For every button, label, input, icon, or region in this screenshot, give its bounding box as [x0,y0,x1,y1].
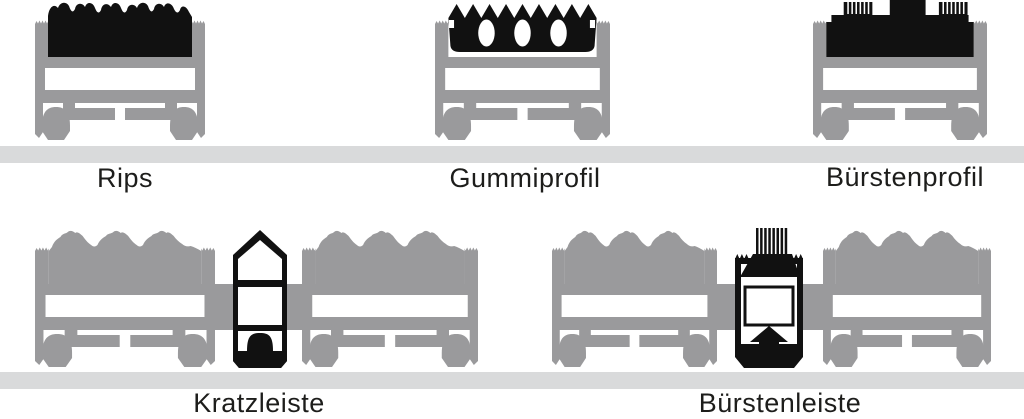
rips-profile-figure [35,2,205,140]
rubber-insert-hole [514,19,531,47]
grey-profile-figure [552,231,717,367]
brush-bristles [756,228,788,258]
rubber-insert-hole [550,19,567,47]
floor-line-top [0,146,1024,163]
kratzleiste-bar [233,230,287,368]
label-gummiprofil: Gummiprofil [449,163,601,193]
gummiprofil-figure [435,4,610,140]
buerstenleiste-bar [735,228,803,368]
floor-line-bottom [0,372,1024,389]
rips-carpet-insert [48,2,192,57]
grey-profile-figure [823,231,991,367]
label-buerstenleiste: Bürstenleiste [698,388,862,418]
label-rips: Rips [96,163,154,193]
rubber-insert-notch [589,20,596,28]
rubber-insert-hole [478,19,495,47]
buerstenprofil-figure [813,0,987,140]
brush-bristles [847,2,965,14]
rubber-insert-notch [448,20,455,28]
label-kratzleiste: Kratzleiste [193,388,325,418]
grey-profile-figure [35,231,215,367]
label-buerstenprofil: Bürstenprofil [825,162,985,192]
grey-profile-figure [302,231,478,367]
